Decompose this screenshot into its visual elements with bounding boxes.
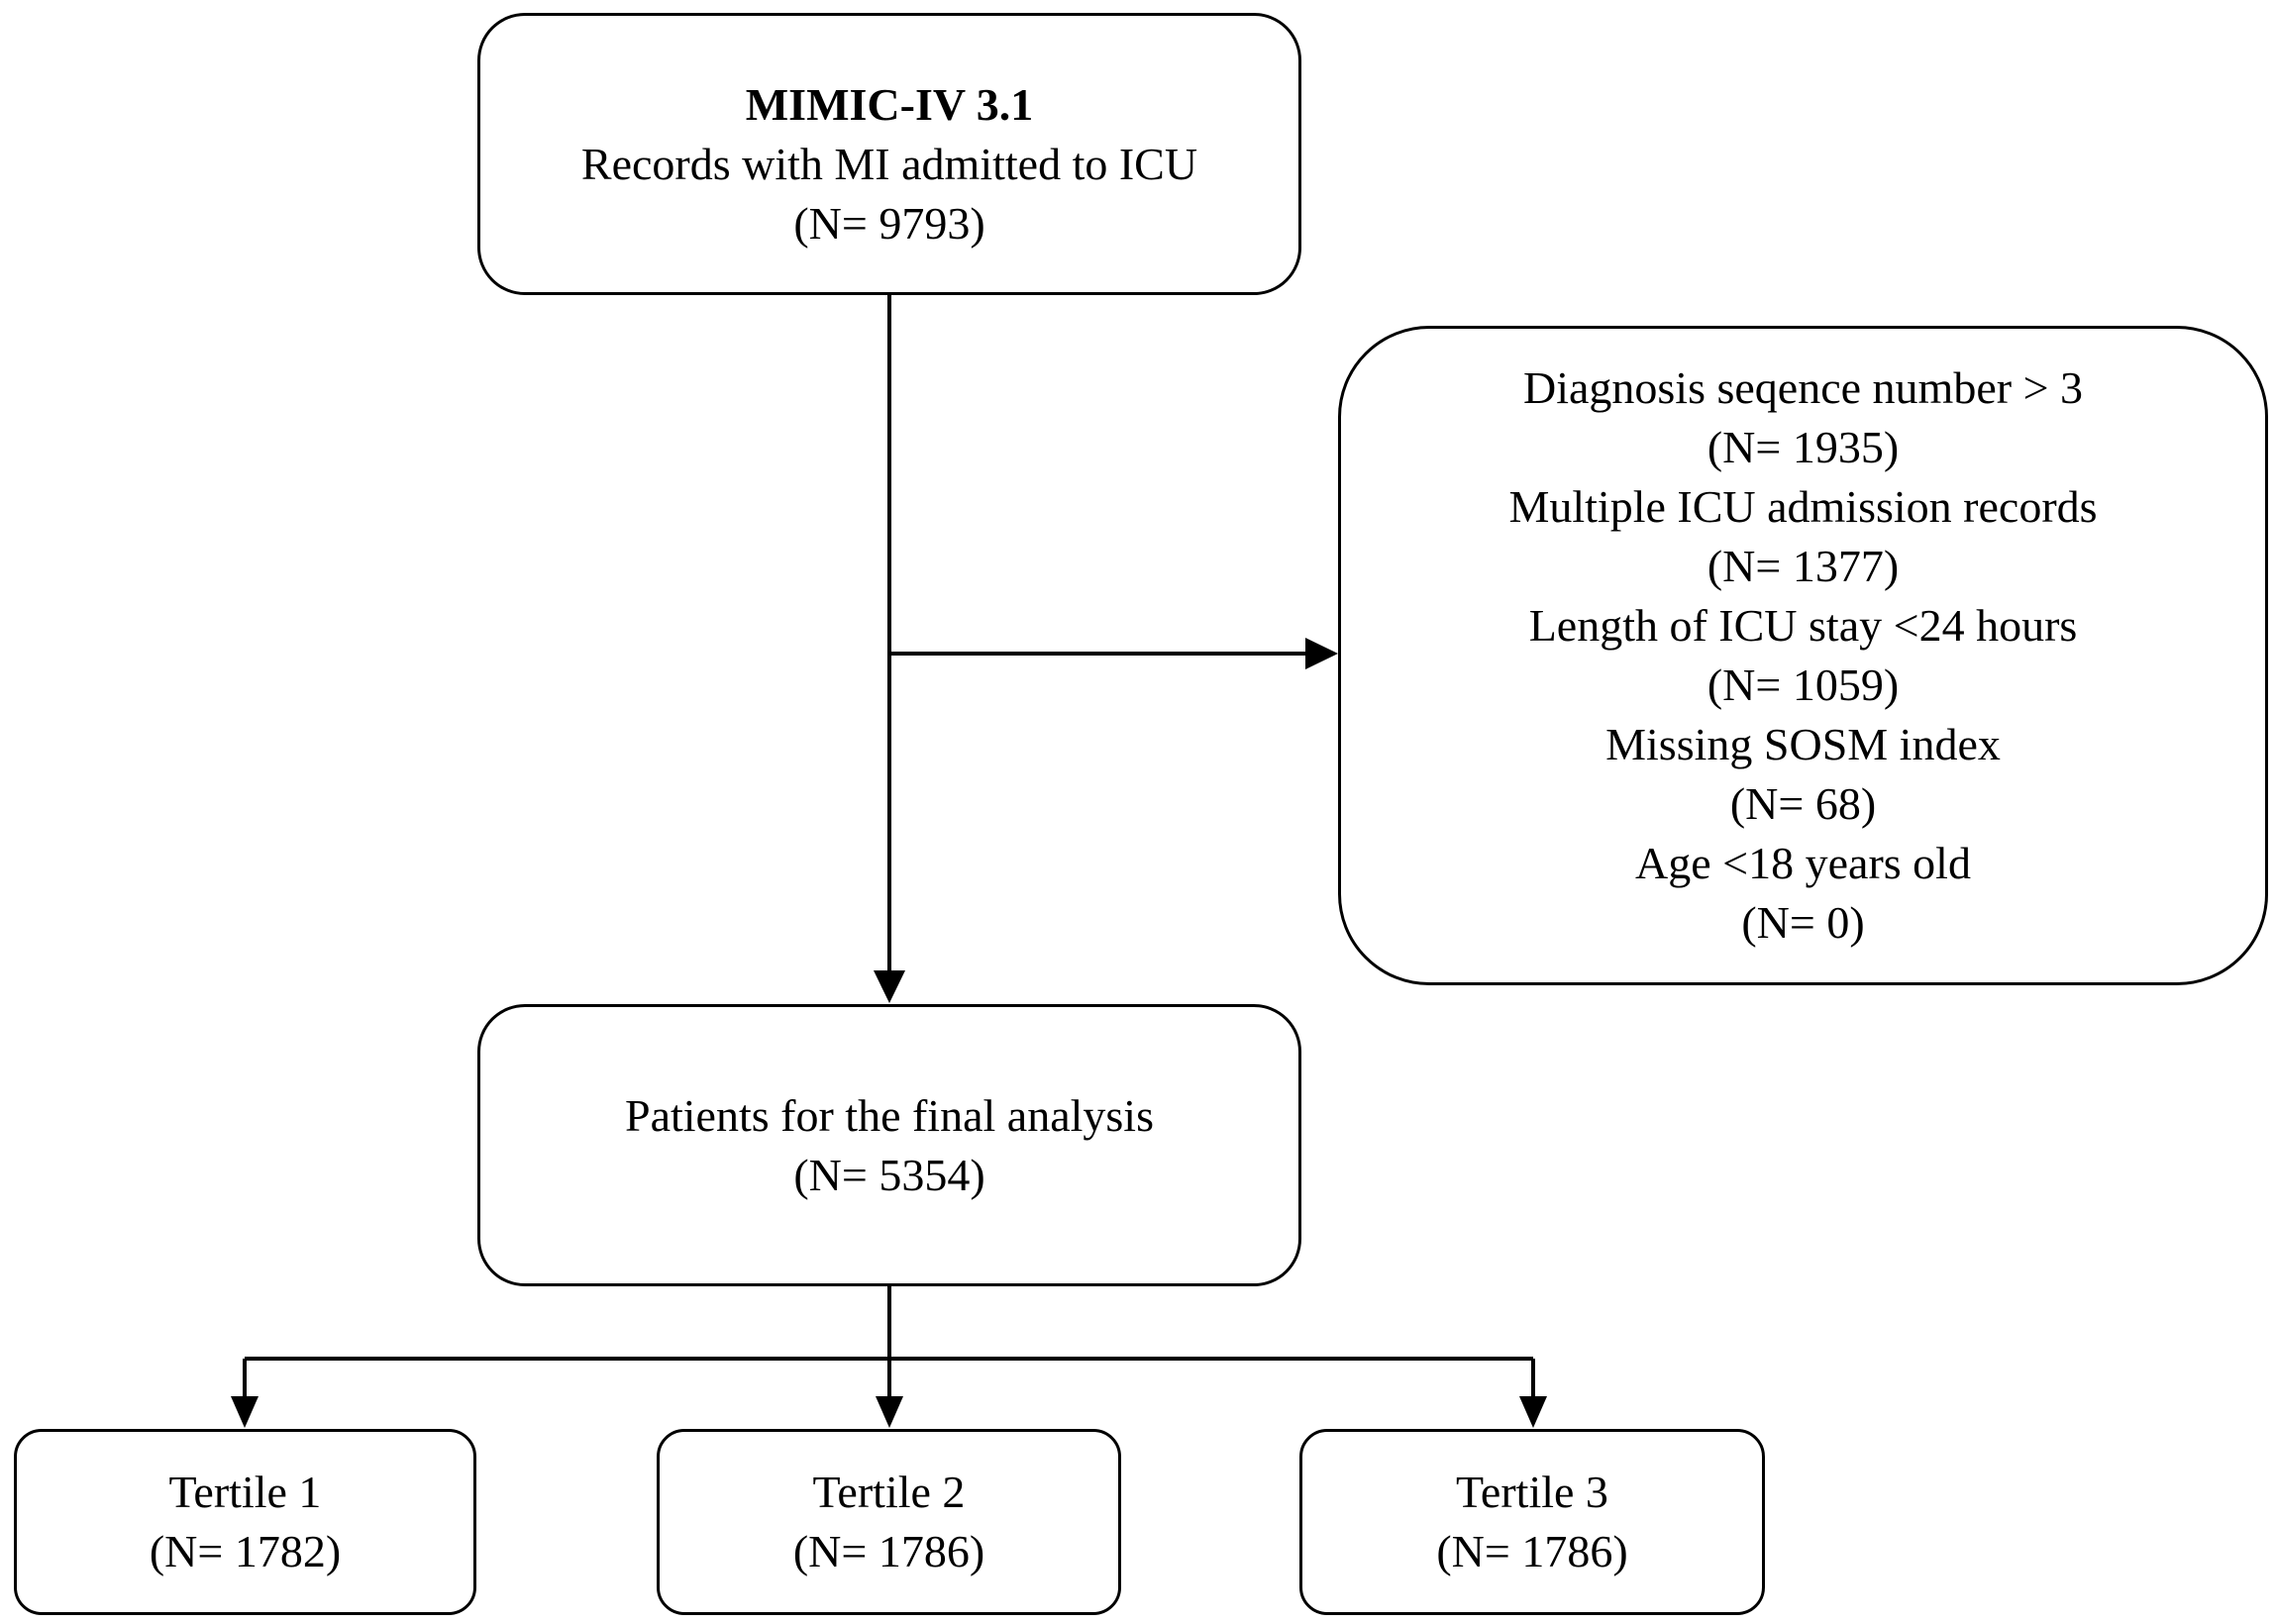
exclusion-count: (N= 1935) — [1706, 422, 1900, 472]
exclusion-label: Missing SOSM index — [1605, 719, 2001, 769]
exclusion-count: (N= 1059) — [1706, 660, 1900, 710]
arrowhead-to-tertile-3 — [1519, 1396, 1547, 1428]
tertile-label: Tertile 1 — [168, 1467, 322, 1517]
arrowhead-to-tertile-2 — [876, 1396, 903, 1428]
exclusion-label: Multiple ICU admission records — [1508, 481, 2098, 532]
source-count: (N= 9793) — [793, 198, 985, 249]
source-description: Records with MI admitted to ICU — [580, 139, 1198, 189]
tertile-label: Tertile 3 — [1456, 1467, 1608, 1517]
final-count: (N= 5354) — [793, 1149, 985, 1200]
final-analysis-box: Patients for the final analysis (N= 5354… — [477, 1004, 1301, 1286]
final-label: Patients for the final analysis — [625, 1089, 1154, 1141]
tertile-count: (N= 1782) — [149, 1526, 342, 1576]
tertile-count: (N= 1786) — [1436, 1526, 1628, 1576]
exclusion-count: (N= 0) — [1741, 897, 1865, 948]
exclusion-label: Length of ICU stay <24 hours — [1528, 600, 2078, 651]
arrowhead-to-final — [874, 970, 905, 1003]
tertile-count: (N= 1786) — [792, 1526, 985, 1576]
tertile-3-box: Tertile 3 (N= 1786) — [1299, 1429, 1765, 1615]
arrowhead-to-exclusion — [1305, 638, 1338, 669]
tertile-1-box: Tertile 1 (N= 1782) — [14, 1429, 476, 1615]
exclusion-count: (N= 68) — [1729, 778, 1877, 829]
exclusion-label: Diagnosis seqence number > 3 — [1522, 362, 2084, 413]
exclusion-count: (N= 1377) — [1706, 541, 1900, 591]
tertile-label: Tertile 2 — [812, 1467, 966, 1517]
arrowhead-to-tertile-1 — [231, 1396, 259, 1428]
exclusion-box: Diagnosis seqence number > 3 (N= 1935) M… — [1338, 326, 2268, 985]
source-box: MIMIC-IV 3.1 Records with MI admitted to… — [477, 13, 1301, 295]
exclusion-label: Age <18 years old — [1635, 838, 1971, 888]
tertile-2-box: Tertile 2 (N= 1786) — [657, 1429, 1121, 1615]
source-title: MIMIC-IV 3.1 — [745, 79, 1034, 130]
